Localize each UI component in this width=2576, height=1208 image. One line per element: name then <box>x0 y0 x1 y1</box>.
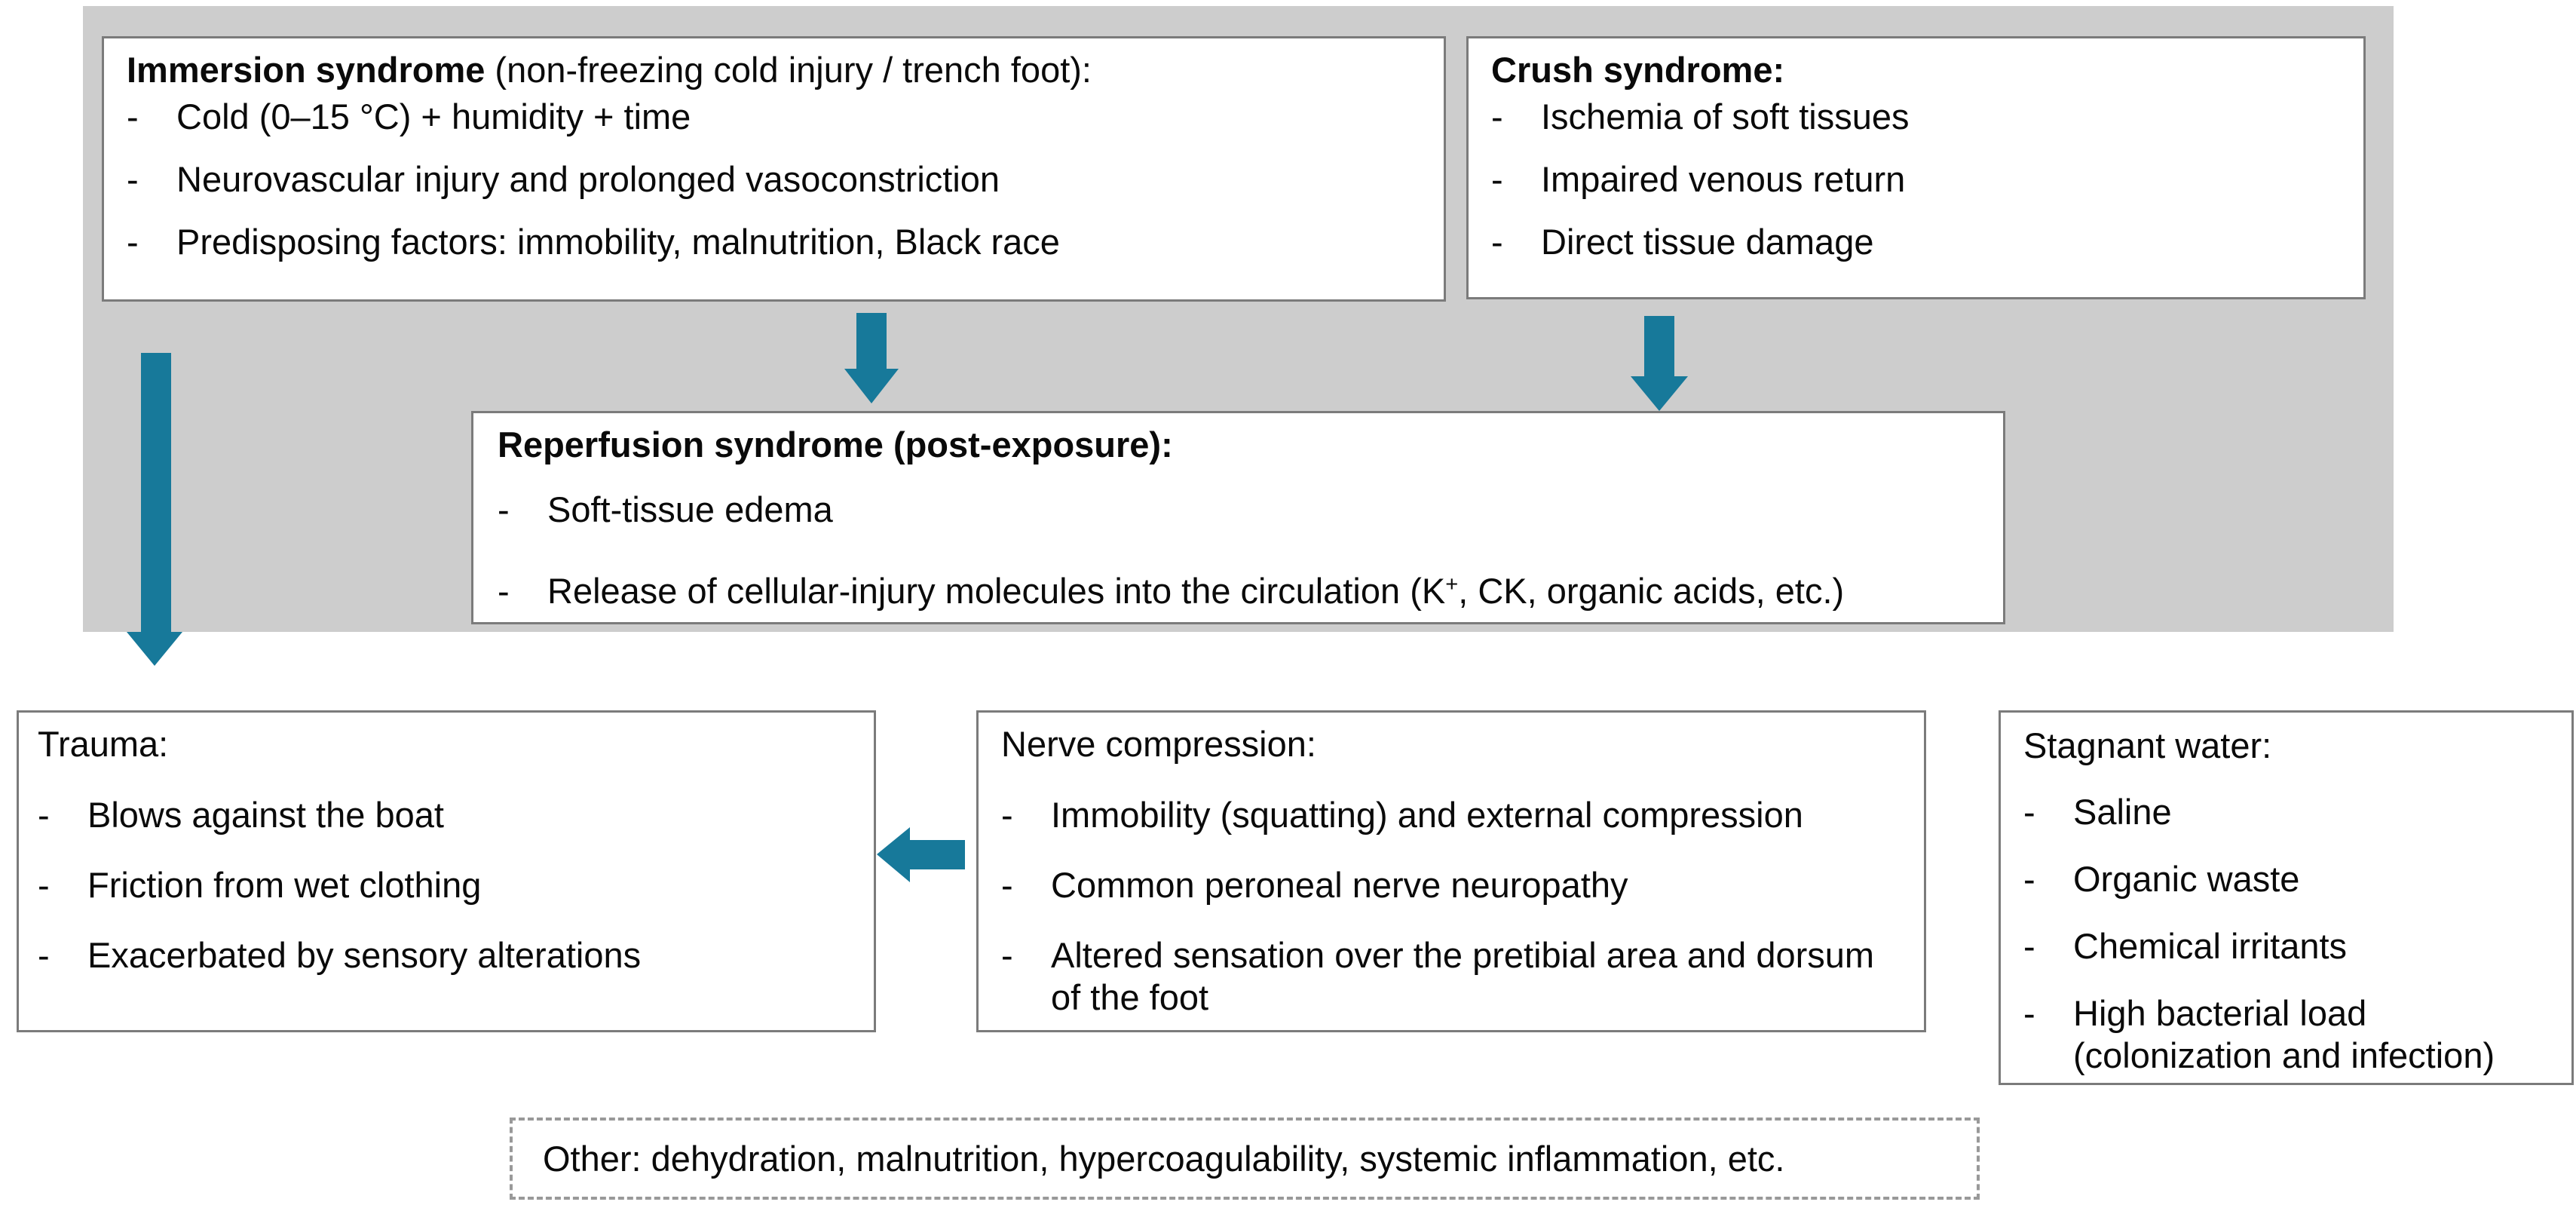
bullet-text: Soft-tissue edema <box>547 489 833 529</box>
bullet-text: High bacterial load (colonization and in… <box>2073 993 2495 1075</box>
other-factors-text: Other: dehydration, malnutrition, hyperc… <box>543 1138 1785 1179</box>
bullet-text: Neurovascular injury and prolonged vasoc… <box>176 159 1000 199</box>
bullet-dash: - <box>2023 792 2035 832</box>
bullet-dash: - <box>1491 222 1503 262</box>
stagnant-water-box: Stagnant water: - Saline - Organic waste… <box>1999 710 2574 1085</box>
list-item: - Altered sensation over the pretibial a… <box>1001 934 1913 1019</box>
bullet-text: Chemical irritants <box>2073 926 2348 966</box>
bullet-text: Impaired venous return <box>1541 159 1906 199</box>
list-item: - Common peroneal nerve neuropathy <box>1001 864 1913 906</box>
immersion-syndrome-box: Immersion syndrome (non-freezing cold in… <box>102 36 1446 302</box>
list-item: - Saline <box>2023 791 2562 833</box>
bullet-text: Friction from wet clothing <box>87 865 482 905</box>
bullet-dash: - <box>127 222 139 262</box>
trauma-box-title: Trauma: <box>38 724 169 764</box>
nerve-box-title: Nerve compression: <box>1001 724 1316 764</box>
immersion-title-rest: (non-freezing cold injury / trench foot)… <box>485 50 1092 90</box>
bullet-text: Exacerbated by sensory alterations <box>87 935 642 975</box>
bullet-dash: - <box>127 97 139 136</box>
list-item: - Direct tissue damage <box>1491 221 2348 263</box>
list-item: - Organic waste <box>2023 858 2562 900</box>
list-item: - Neurovascular injury and prolonged vas… <box>127 158 1429 201</box>
bullet-text: Blows against the boat <box>87 795 444 835</box>
list-item: - Cold (0–15 °C) + humidity + time <box>127 96 1429 138</box>
immersion-box-title: Immersion syndrome (non-freezing cold in… <box>127 49 1429 91</box>
bullet-text: Ischemia of soft tissues <box>1541 97 1910 136</box>
bullet-text: Immobility (squatting) and external comp… <box>1051 795 1803 835</box>
down-arrow-crush-to-reperfusion-icon <box>1631 316 1688 411</box>
bullet-text: Altered sensation over the pretibial are… <box>1051 935 1875 1017</box>
bullet-text: Common peroneal nerve neuropathy <box>1051 865 1628 905</box>
bullet-text-main: Release of cellular-injury molecules int… <box>547 571 1446 611</box>
bullet-dash: - <box>1491 97 1503 136</box>
potassium-superscript: + <box>1445 572 1459 596</box>
bullet-dash: - <box>2023 926 2035 966</box>
bullet-text: Organic waste <box>2073 859 2300 899</box>
list-item: - Immobility (squatting) and external co… <box>1001 794 1913 836</box>
list-item: - Ischemia of soft tissues <box>1491 96 2348 138</box>
bullet-dash: - <box>127 159 139 199</box>
down-arrow-immersion-to-reperfusion-icon <box>844 313 899 403</box>
left-arrow-nerve-to-trauma-icon <box>877 827 965 882</box>
crush-box-title: Crush syndrome: <box>1491 50 1785 90</box>
list-item: - Impaired venous return <box>1491 158 2348 201</box>
bullet-dash: - <box>1001 795 1013 835</box>
list-item: - Predisposing factors: immobility, maln… <box>127 221 1429 263</box>
bullet-dash: - <box>1491 159 1503 199</box>
other-factors-box: Other: dehydration, malnutrition, hyperc… <box>510 1118 1980 1200</box>
bullet-text-tail: , CK, organic acids, etc.) <box>1458 571 1845 611</box>
bullet-dash: - <box>2023 993 2035 1033</box>
bullet-dash: - <box>38 795 50 835</box>
immersion-title-bold: Immersion syndrome <box>127 50 485 90</box>
bullet-text: Saline <box>2073 792 2172 832</box>
bullet-text: Cold (0–15 °C) + humidity + time <box>176 97 691 136</box>
list-item: - Friction from wet clothing <box>38 864 860 906</box>
bullet-dash: - <box>38 865 50 905</box>
list-item: - High bacterial load (colonization and … <box>2023 992 2562 1077</box>
down-arrow-panel-to-trauma-icon <box>127 353 182 666</box>
list-item: - Chemical irritants <box>2023 925 2562 967</box>
bullet-dash: - <box>498 489 510 529</box>
bullet-dash: - <box>1001 935 1013 975</box>
crush-syndrome-box: Crush syndrome: - Ischemia of soft tissu… <box>1466 36 2366 299</box>
bullet-text: Predisposing factors: immobility, malnut… <box>176 222 1060 262</box>
bullet-dash: - <box>498 571 510 611</box>
reperfusion-syndrome-box: Reperfusion syndrome (post-exposure): - … <box>471 411 2005 624</box>
list-item: - Exacerbated by sensory alterations <box>38 934 860 977</box>
bullet-text: Direct tissue damage <box>1541 222 1874 262</box>
stagnant-box-title: Stagnant water: <box>2023 725 2272 765</box>
reperfusion-box-title: Reperfusion syndrome (post-exposure): <box>498 425 1173 464</box>
list-item: - Blows against the boat <box>38 794 860 836</box>
bullet-dash: - <box>1001 865 1013 905</box>
nerve-compression-box: Nerve compression: - Immobility (squatti… <box>976 710 1926 1032</box>
bullet-dash: - <box>38 935 50 975</box>
list-item: - Release of cellular-injury molecules i… <box>498 570 1988 618</box>
bullet-text: Release of cellular-injury molecules int… <box>547 570 1988 618</box>
bullet-dash: - <box>2023 859 2035 899</box>
list-item: - Soft-tissue edema <box>498 489 1988 531</box>
trauma-box: Trauma: - Blows against the boat - Frict… <box>17 710 876 1032</box>
